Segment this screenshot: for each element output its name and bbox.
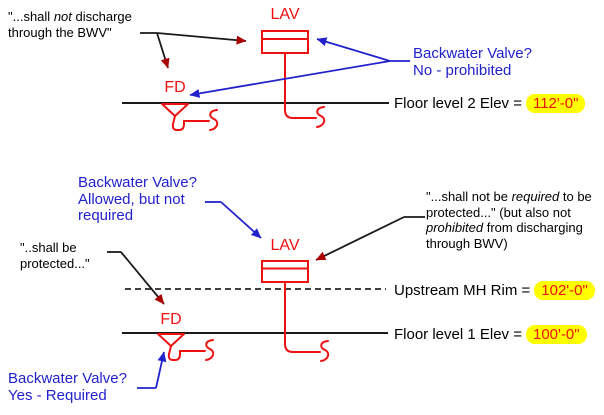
discharge-quote: "...shall not discharge through the BWV" bbox=[8, 9, 144, 40]
upstream-mh-rim-label: Upstream MH Rim = bbox=[394, 282, 531, 299]
floor-1-elevation-label: Floor level 1 Elev = bbox=[394, 326, 522, 343]
fd-2f-symbol bbox=[161, 103, 219, 131]
not-required-quote-leader bbox=[315, 216, 425, 261]
bwv-no-note: Backwater Valve? No - prohibited bbox=[413, 45, 532, 79]
upstream-mh-rim-value: 102'-0" bbox=[534, 281, 595, 300]
bwv-no-leader bbox=[189, 37, 410, 98]
lower-diagram bbox=[107, 201, 425, 389]
floor-2-elevation-label: Floor level 2 Elev = bbox=[394, 95, 522, 112]
upper-diagram bbox=[122, 30, 410, 131]
quote-text: from discharging through BWV) bbox=[426, 220, 583, 251]
pipe-break-squiggle bbox=[205, 339, 215, 361]
upstream-mh-rim: Upstream MH Rim =102'-0" bbox=[394, 281, 595, 300]
quote-text-italic: not bbox=[53, 9, 72, 24]
lav-2f-label: LAV bbox=[270, 6, 300, 23]
floor-2-elevation-value: 112'-0" bbox=[525, 94, 586, 113]
fd-2f-label: FD bbox=[164, 79, 186, 96]
bwv-allowed-note: Backwater Valve? Allowed, but not requir… bbox=[78, 174, 197, 224]
quote-text: to be protected..." (but also not bbox=[426, 189, 592, 220]
bwv-allowed-leader bbox=[205, 201, 262, 239]
quote-text: "...shall bbox=[8, 9, 54, 24]
pipe-break-squiggle bbox=[209, 109, 219, 131]
floor-1-elevation: Floor level 1 Elev =100'-0" bbox=[394, 325, 587, 344]
floor-1-elevation-value: 100'-0" bbox=[525, 325, 587, 344]
fd-1f-label: FD bbox=[160, 311, 182, 328]
lav-2f-symbol bbox=[261, 30, 326, 128]
floor-2-elevation: Floor level 2 Elev =112'-0" bbox=[394, 94, 586, 113]
bwv-required-leader bbox=[137, 351, 167, 389]
lav-1f-label: LAV bbox=[270, 237, 300, 254]
quote-text: discharge through the BWV" bbox=[8, 9, 132, 40]
quote-text: "...shall not be bbox=[426, 189, 512, 204]
pipe-break-squiggle bbox=[320, 340, 330, 362]
quote-text-italic: required bbox=[511, 189, 560, 204]
protected-quote-leader bbox=[107, 251, 165, 305]
protected-quote: "..shall be protected..." bbox=[20, 240, 90, 271]
pipe-break-squiggle bbox=[316, 106, 326, 128]
discharge-quote-leader bbox=[140, 32, 247, 69]
bwv-required-note: Backwater Valve? Yes - Required bbox=[8, 370, 127, 404]
fd-1f-symbol bbox=[157, 333, 215, 361]
not-required-quote: "...shall not be required to be protecte… bbox=[426, 189, 604, 251]
quote-text-italic: prohibited bbox=[426, 220, 484, 235]
lav-1f-symbol bbox=[261, 260, 330, 362]
